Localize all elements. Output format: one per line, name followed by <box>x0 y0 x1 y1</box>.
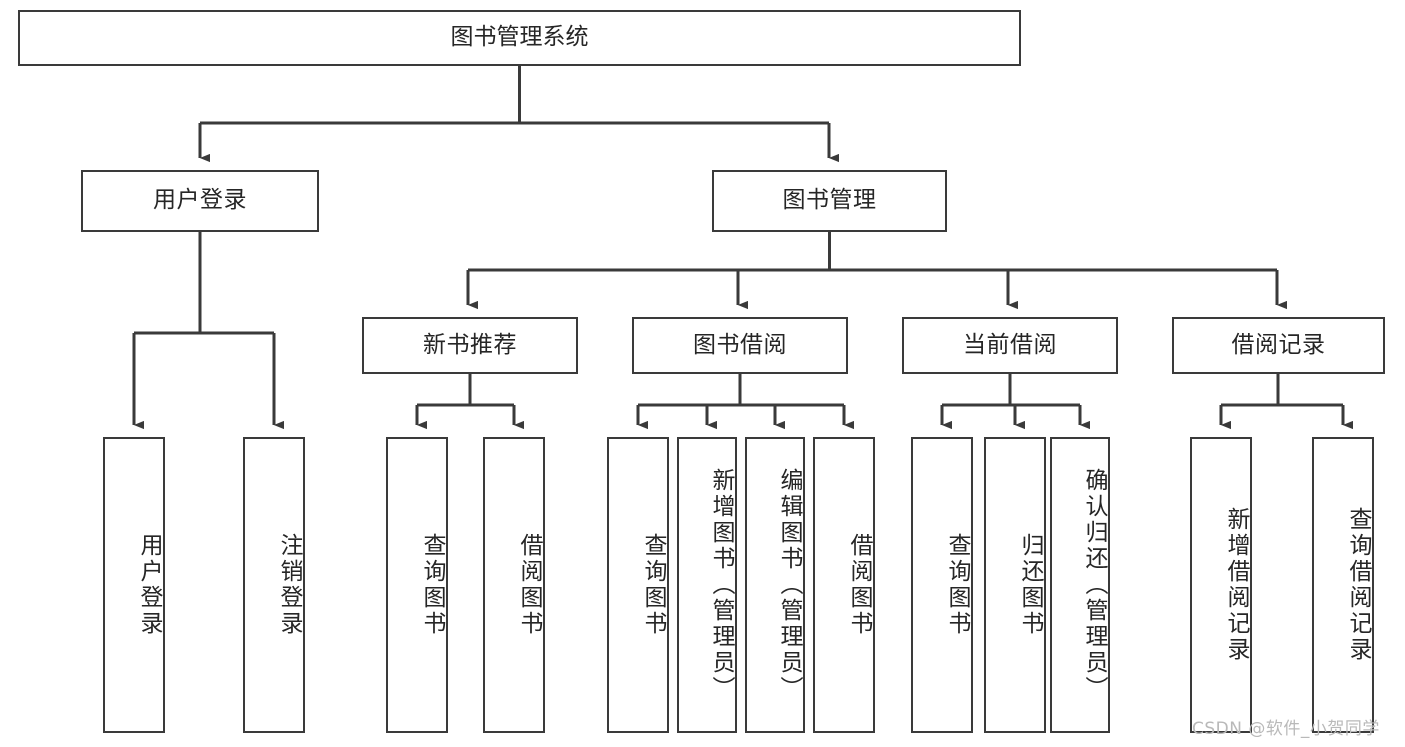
node-label: 查询图书 <box>640 533 666 637</box>
node-leaf-query-book-3[interactable]: 查询图书 <box>911 437 973 733</box>
node-leaf-user-login[interactable]: 用户登录 <box>103 437 165 733</box>
edge-newbook-bus <box>415 374 525 430</box>
node-leaf-borrow-book-1[interactable]: 借阅图书 <box>483 437 545 733</box>
node-label: 图书管理系统 <box>450 24 589 51</box>
node-label: 查询图书 <box>419 533 445 637</box>
node-leaf-query-book-1[interactable]: 查询图书 <box>386 437 448 733</box>
node-label: 图书借阅 <box>693 331 787 358</box>
node-leaf-add-book[interactable]: 新增图书（管理员） <box>677 437 737 733</box>
node-leaf-return-book[interactable]: 归还图书 <box>984 437 1046 733</box>
edge-borrowrecord-bus <box>1219 374 1354 430</box>
node-label: 查询图书 <box>944 533 970 637</box>
node-root-system[interactable]: 图书管理系统 <box>18 10 1021 66</box>
node-leaf-edit-book[interactable]: 编辑图书（管理员） <box>745 437 805 733</box>
edge-bookmanage-bus <box>466 232 1288 310</box>
node-label: 新增借阅记录 <box>1223 507 1249 663</box>
node-user-login[interactable]: 用户登录 <box>81 170 319 232</box>
node-leaf-logout[interactable]: 注销登录 <box>243 437 305 733</box>
node-book-borrow[interactable]: 图书借阅 <box>632 317 848 374</box>
edge-bookborrow-bus <box>636 374 855 430</box>
node-leaf-query-book-2[interactable]: 查询图书 <box>607 437 669 733</box>
node-current-borrow[interactable]: 当前借阅 <box>902 317 1118 374</box>
edge-root-bus <box>198 66 840 163</box>
node-label: 新书推荐 <box>423 331 517 358</box>
node-leaf-borrow-book-2[interactable]: 借阅图书 <box>813 437 875 733</box>
node-leaf-query-record[interactable]: 查询借阅记录 <box>1312 437 1374 733</box>
edge-currentborrow-bus <box>940 374 1091 430</box>
node-label: 注销登录 <box>276 533 302 637</box>
node-label: 借阅记录 <box>1231 331 1326 358</box>
node-new-book-recommend[interactable]: 新书推荐 <box>362 317 578 374</box>
node-label: 借阅图书 <box>516 533 542 637</box>
node-label: 归还图书 <box>1017 533 1043 637</box>
node-borrow-record[interactable]: 借阅记录 <box>1172 317 1385 374</box>
node-label: 确认归还（管理员） <box>1081 468 1107 702</box>
node-label: 新增图书（管理员） <box>708 468 734 702</box>
node-label: 用户登录 <box>153 187 247 214</box>
node-label: 用户登录 <box>136 533 162 637</box>
node-leaf-add-record[interactable]: 新增借阅记录 <box>1190 437 1252 733</box>
node-label: 图书管理 <box>782 187 877 214</box>
node-label: 借阅图书 <box>846 533 872 637</box>
node-label: 当前借阅 <box>963 331 1057 358</box>
node-label: 编辑图书（管理员） <box>776 468 802 702</box>
node-leaf-confirm-return[interactable]: 确认归还（管理员） <box>1050 437 1110 733</box>
edge-userlogin-bus <box>132 232 285 430</box>
node-label: 查询借阅记录 <box>1345 507 1371 663</box>
node-book-manage[interactable]: 图书管理 <box>712 170 947 232</box>
